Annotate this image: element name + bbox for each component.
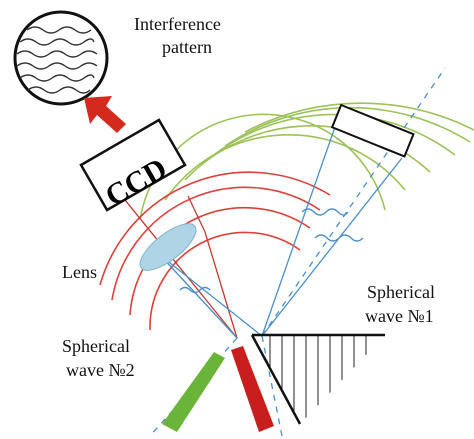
interference-pattern-icon — [13, 10, 109, 106]
wave1-label-line2: wave №1 — [365, 306, 434, 326]
ccd-camera — [79, 118, 187, 212]
green-laser-icon — [162, 352, 225, 432]
interference-label-line2: pattern — [162, 37, 212, 57]
output-arrow-icon — [84, 96, 126, 133]
interference-label-line1: Interference — [134, 14, 221, 34]
lens-icon — [139, 223, 197, 271]
blue-ray-lines — [159, 126, 403, 339]
spherical-wave-2-arcs — [99, 171, 331, 331]
wave2-label-line2: wave №2 — [66, 360, 135, 380]
wave1-label-line1: Spherical — [367, 282, 435, 302]
top-right-detector — [330, 103, 415, 158]
red-laser-icon — [231, 346, 274, 432]
hatched-mirror — [250, 333, 385, 425]
wave2-label-line1: Spherical — [62, 336, 130, 356]
lens-label: Lens — [62, 262, 97, 282]
